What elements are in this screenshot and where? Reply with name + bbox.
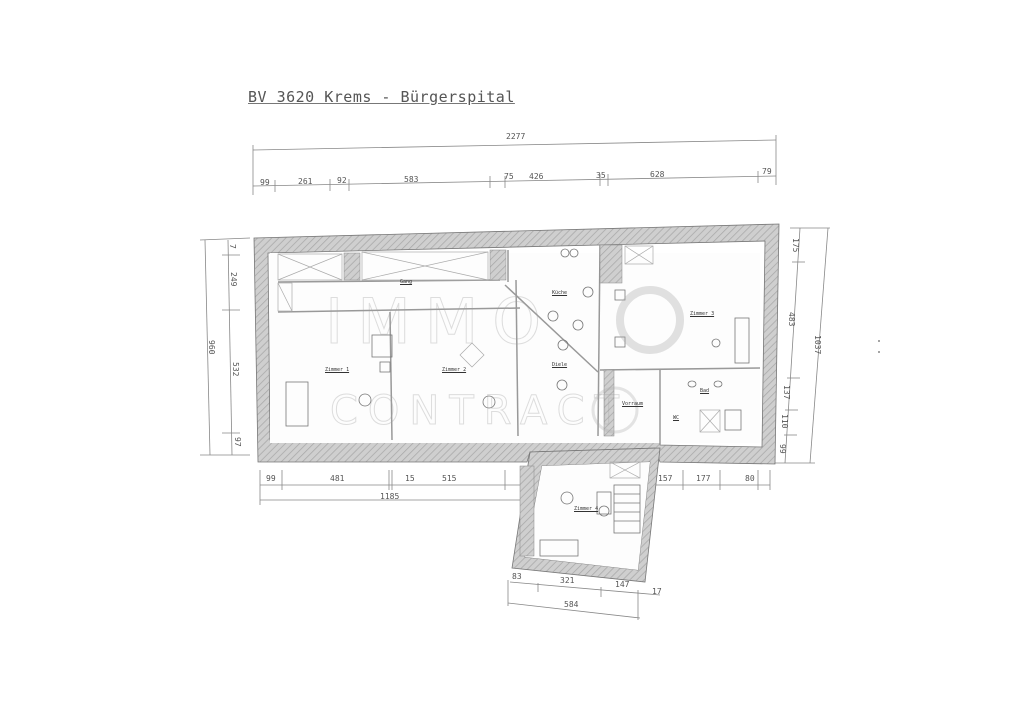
bottom-dimension-lines bbox=[259, 470, 771, 505]
right-dimension-lines bbox=[775, 227, 830, 464]
dim-left-total: 960 bbox=[207, 340, 216, 355]
dim-bottom-seg: 481 bbox=[330, 474, 345, 483]
dim-bottom-seg: 15 bbox=[405, 474, 415, 483]
dim-top-seg: 583 bbox=[404, 175, 419, 184]
dim-annex-seg: 147 bbox=[615, 580, 630, 589]
dim-bottom-seg: 80 bbox=[745, 474, 755, 483]
dim-annex-seg: 321 bbox=[560, 576, 575, 585]
dim-top-seg: 261 bbox=[298, 177, 313, 186]
dim-top-seg: 426 bbox=[529, 172, 544, 181]
dim-annex-seg: 83 bbox=[512, 572, 522, 581]
dim-top-total: 2277 bbox=[506, 132, 526, 141]
dim-top-seg: 99 bbox=[260, 178, 270, 187]
dim-right-seg: 99 bbox=[778, 444, 787, 454]
dim-top-seg: 35 bbox=[596, 171, 606, 180]
room-label-bad: Bad bbox=[700, 388, 710, 394]
dim-right-seg: 483 bbox=[787, 312, 796, 327]
dim-right-seg: 137 bbox=[782, 385, 791, 400]
dim-bottom-seg: 157 bbox=[658, 474, 673, 483]
left-dimension-lines bbox=[199, 237, 251, 456]
dim-left-seg: 7 bbox=[228, 244, 237, 249]
dim-bottom-seg: 515 bbox=[442, 474, 457, 483]
dim-top-seg: 628 bbox=[650, 170, 665, 179]
dim-left-seg: 249 bbox=[229, 272, 238, 287]
room-label-zimmer3: Zimmer 3 bbox=[690, 311, 715, 317]
dim-bottom-seg: 99 bbox=[266, 474, 276, 483]
dim-top-seg: 92 bbox=[337, 176, 347, 185]
dim-left-seg: 532 bbox=[231, 362, 240, 377]
furniture-fixtures bbox=[285, 248, 750, 557]
watermark-ring bbox=[616, 286, 684, 354]
wall-pillars bbox=[343, 244, 623, 557]
watermark-immo: IMMO bbox=[324, 285, 556, 359]
window-markers bbox=[277, 245, 721, 479]
room-label-zimmer4: Zimmer 4 bbox=[574, 506, 599, 512]
annex-dimension-lines bbox=[507, 580, 661, 620]
room-label-vorraum: Vorraum bbox=[622, 401, 644, 407]
room-label-kueche: Küche bbox=[552, 290, 568, 296]
dim-left-seg: 97 bbox=[233, 437, 242, 447]
dim-bottom-total: 1185 bbox=[380, 492, 400, 501]
room-label-diele: Diele bbox=[552, 362, 568, 368]
room-label-zimmer1: Zimmer 1 bbox=[325, 367, 350, 373]
dim-top-seg: 79 bbox=[762, 167, 772, 176]
room-label-zimmer2: Zimmer 2 bbox=[442, 367, 467, 373]
dim-annex-total: 584 bbox=[564, 600, 579, 609]
top-dimension-lines bbox=[252, 135, 777, 195]
dim-right-seg: 110 bbox=[780, 414, 789, 429]
dim-right-total: 1037 bbox=[813, 335, 822, 355]
dim-top-seg: 75 bbox=[504, 172, 514, 181]
room-label-wc: WC bbox=[673, 415, 680, 421]
dim-right-seg: 175 bbox=[791, 238, 800, 253]
watermark-contract: CONTRACT bbox=[330, 388, 629, 435]
plan-title: BV 3620 Krems - Bürgerspital bbox=[248, 88, 515, 106]
room-label-gang: Gang bbox=[400, 279, 413, 285]
dim-bottom-seg: 177 bbox=[696, 474, 711, 483]
dim-annex-seg: 17 bbox=[652, 587, 662, 596]
